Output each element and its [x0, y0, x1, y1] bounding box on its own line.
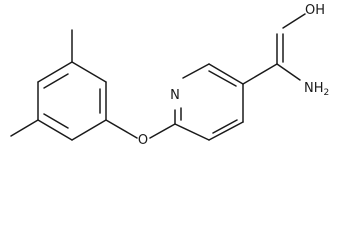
bond [37, 61, 73, 83]
ether-bond-pyridyl [149, 123, 176, 139]
bond [208, 63, 244, 85]
bond [208, 121, 244, 141]
c-nh2-bond [276, 63, 301, 81]
structure-diagram: N O OH NH2 [10, 3, 329, 148]
bond [71, 119, 107, 141]
atom-labels: N O OH NH2 [138, 3, 329, 148]
bonds [10, 13, 306, 141]
pyridine-nitrogen-label: N [170, 88, 180, 103]
bond [182, 63, 210, 79]
ether-bond-aryl [105, 119, 138, 139]
bond-double-inner [43, 113, 69, 129]
bond-double-inner [43, 73, 69, 89]
bond-double-inner [212, 119, 238, 134]
bond [71, 61, 107, 83]
ether-oxygen-label: O [138, 133, 148, 148]
amine-label: NH2 [304, 81, 329, 98]
bond-double-inner [208, 70, 237, 87]
methyl-bond-bottom-left [10, 119, 39, 137]
bond [174, 123, 210, 141]
amidine-carbon-bond [242, 63, 278, 85]
amine-nh-text: NH [304, 81, 324, 96]
bond [37, 119, 73, 141]
amine-subscript-text: 2 [324, 88, 330, 98]
hydroxyl-label: OH [305, 3, 325, 18]
n-o-bond [282, 13, 306, 29]
